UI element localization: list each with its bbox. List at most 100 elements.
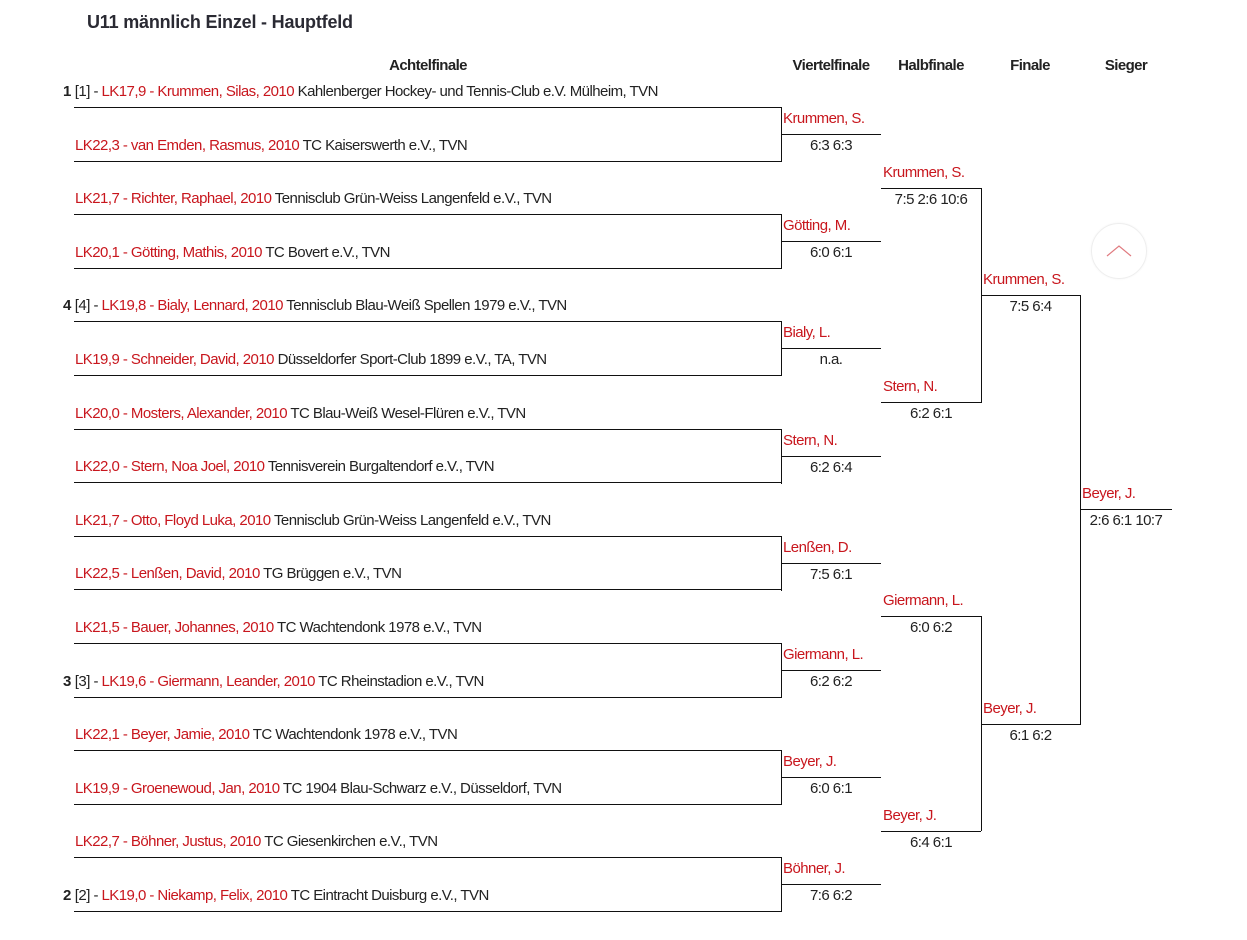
player-link[interactable]: LK19,6 - Giermann, Leander, 2010 bbox=[101, 672, 316, 690]
bracket-line bbox=[781, 134, 881, 135]
qf-score: 6:2 6:4 bbox=[809, 458, 853, 476]
qf-score: 6:0 6:1 bbox=[809, 244, 853, 262]
qf-winner[interactable]: Bialy, L. bbox=[783, 324, 831, 342]
champion-score: 2:6 6:1 10:7 bbox=[1089, 512, 1163, 530]
club-name: TC Wachtendonk 1978 e.V., TVN bbox=[277, 619, 482, 636]
player-link[interactable]: LK19,0 - Niekamp, Felix, 2010 bbox=[101, 887, 288, 904]
header-finale: Finale bbox=[1010, 57, 1050, 74]
draw-entry[interactable]: LK19,9 - Groenewoud, Jan, 2010 TC 1904 B… bbox=[75, 780, 562, 798]
bracket-line bbox=[781, 670, 881, 671]
bracket-line bbox=[74, 750, 781, 751]
seed-number: 4 bbox=[63, 297, 71, 315]
club-name: Tennisclub Grün-Weiss Langenfeld e.V., T… bbox=[274, 190, 552, 208]
player-link[interactable]: LK19,9 - Schneider, David, 2010 bbox=[75, 351, 274, 368]
bracket-line bbox=[781, 563, 881, 564]
bracket-line bbox=[981, 724, 1080, 725]
draw-entry[interactable]: LK20,1 - Götting, Mathis, 2010 TC Bovert… bbox=[75, 244, 390, 262]
bracket-line bbox=[881, 831, 981, 832]
final-winner[interactable]: Beyer, J. bbox=[983, 699, 1037, 717]
seed-bracket: [3] bbox=[74, 672, 91, 690]
sf-score: 6:0 6:2 bbox=[909, 619, 953, 637]
header-sieger: Sieger bbox=[1104, 57, 1148, 74]
chevron-up-icon bbox=[1106, 245, 1132, 257]
player-link[interactable]: LK20,1 - Götting, Mathis, 2010 bbox=[75, 243, 263, 261]
bracket-line bbox=[74, 107, 781, 108]
qf-winner[interactable]: Böhner, J. bbox=[783, 860, 846, 878]
qf-score: 6:3 6:3 bbox=[809, 137, 853, 154]
player-link[interactable]: LK22,5 - Lenßen, David, 2010 bbox=[75, 565, 260, 583]
draw-entry[interactable]: LK22,7 - Böhner, Justus, 2010 TC Giesenk… bbox=[75, 833, 438, 851]
player-link[interactable]: LK19,8 - Bialy, Lennard, 2010 bbox=[101, 297, 284, 315]
bracket-line bbox=[74, 804, 781, 805]
draw-entry[interactable]: LK21,7 - Richter, Raphael, 2010 Tenniscl… bbox=[75, 190, 552, 208]
player-link[interactable]: LK22,3 - van Emden, Rasmus, 2010 bbox=[75, 136, 300, 154]
page-title: U11 männlich Einzel - Hauptfeld bbox=[87, 12, 353, 32]
bracket-line bbox=[74, 214, 781, 215]
player-link[interactable]: LK21,5 - Bauer, Johannes, 2010 bbox=[75, 619, 274, 636]
club-name: TC 1904 Blau-Schwarz e.V., Düsseldorf, T… bbox=[282, 779, 562, 797]
draw-entry[interactable]: LK22,0 - Stern, Noa Joel, 2010 Tennisver… bbox=[75, 458, 495, 476]
bracket-line bbox=[74, 268, 781, 269]
sf-winner[interactable]: Beyer, J. bbox=[883, 806, 937, 824]
bracket-line bbox=[74, 857, 781, 858]
club-name: Tennisclub Grün-Weiss Langenfeld e.V., T… bbox=[273, 511, 551, 529]
club-name: TC Giesenkirchen e.V., TVN bbox=[264, 833, 438, 851]
draw-entry[interactable]: LK22,3 - van Emden, Rasmus, 2010 TC Kais… bbox=[75, 136, 468, 155]
bracket-line bbox=[74, 429, 781, 430]
qf-winner[interactable]: Giermann, L. bbox=[783, 646, 864, 663]
draw-entry[interactable]: LK22,1 - Beyer, Jamie, 2010 TC Wachtendo… bbox=[75, 726, 458, 744]
sf-score: 6:2 6:1 bbox=[909, 405, 953, 422]
seed-number: 3 bbox=[63, 672, 71, 690]
sf-winner[interactable]: Krummen, S. bbox=[883, 163, 965, 181]
draw-entry[interactable]: LK21,7 - Otto, Floyd Luka, 2010 Tenniscl… bbox=[75, 512, 551, 530]
club-name: TC Wachtendonk 1978 e.V., TVN bbox=[252, 726, 458, 744]
qf-winner[interactable]: Stern, N. bbox=[783, 431, 838, 449]
player-link[interactable]: LK17,9 - Krummen, Silas, 2010 bbox=[101, 83, 295, 100]
club-name: Düsseldorfer Sport-Club 1899 e.V., TA, T… bbox=[277, 351, 548, 368]
player-link[interactable]: LK19,9 - Groenewoud, Jan, 2010 bbox=[75, 779, 280, 797]
champion-name[interactable]: Beyer, J. bbox=[1082, 485, 1136, 503]
bracket-line bbox=[781, 456, 881, 457]
draw-entry[interactable]: LK22,5 - Lenßen, David, 2010 TG Brüggen … bbox=[75, 565, 402, 583]
draw-entry[interactable]: LK21,5 - Bauer, Johannes, 2010 TC Wachte… bbox=[75, 619, 482, 637]
bracket-line bbox=[781, 884, 881, 885]
bracket-line bbox=[74, 321, 781, 322]
scroll-to-top-button[interactable] bbox=[1091, 223, 1147, 279]
draw-entry[interactable]: 2[2] - LK19,0 - Niekamp, Felix, 2010 TC … bbox=[63, 887, 489, 904]
sf-winner[interactable]: Stern, N. bbox=[883, 378, 938, 395]
player-link[interactable]: LK20,0 - Mosters, Alexander, 2010 bbox=[75, 404, 288, 422]
sf-score: 7:5 2:6 10:6 bbox=[894, 190, 968, 208]
draw-entry[interactable]: 4[4] - LK19,8 - Bialy, Lennard, 2010 Ten… bbox=[63, 297, 567, 315]
qf-winner[interactable]: Beyer, J. bbox=[783, 753, 837, 771]
club-name: TG Brüggen e.V., TVN bbox=[263, 565, 402, 583]
sf-winner[interactable]: Giermann, L. bbox=[883, 592, 964, 610]
player-link[interactable]: LK21,7 - Richter, Raphael, 2010 bbox=[75, 190, 272, 208]
bracket-line bbox=[74, 375, 781, 376]
qf-winner[interactable]: Götting, M. bbox=[783, 217, 851, 235]
bracket-line bbox=[981, 188, 982, 403]
seed-bracket: [4] bbox=[74, 297, 91, 315]
bracket-line bbox=[1080, 295, 1081, 725]
qf-winner[interactable]: Lenßen, D. bbox=[783, 538, 852, 556]
seed-number: 2 bbox=[63, 887, 71, 904]
player-link[interactable]: LK22,0 - Stern, Noa Joel, 2010 bbox=[75, 458, 265, 476]
player-link[interactable]: LK22,1 - Beyer, Jamie, 2010 bbox=[75, 726, 250, 744]
bracket-line bbox=[881, 188, 981, 189]
qf-winner[interactable]: Krummen, S. bbox=[783, 110, 865, 127]
bracket-line bbox=[74, 161, 781, 162]
bracket-line bbox=[981, 616, 982, 831]
bracket-line bbox=[74, 911, 781, 912]
header-viertelfinale: Viertelfinale bbox=[792, 57, 871, 74]
bracket-line bbox=[881, 616, 981, 617]
bracket-line bbox=[74, 589, 781, 590]
seed-bracket: [2] bbox=[74, 887, 91, 904]
draw-entry[interactable]: LK20,0 - Mosters, Alexander, 2010 TC Bla… bbox=[75, 405, 526, 423]
draw-entry[interactable]: LK19,9 - Schneider, David, 2010 Düsseldo… bbox=[75, 351, 547, 369]
draw-entry[interactable]: 3[3] - LK19,6 - Giermann, Leander, 2010 … bbox=[63, 672, 484, 690]
bracket-line bbox=[74, 482, 781, 483]
header-halbfinale: Halbfinale bbox=[898, 57, 964, 74]
player-link[interactable]: LK22,7 - Böhner, Justus, 2010 bbox=[75, 833, 261, 851]
final-winner[interactable]: Krummen, S. bbox=[983, 270, 1065, 288]
draw-entry[interactable]: 1[1] - LK17,9 - Krummen, Silas, 2010 Kah… bbox=[63, 83, 658, 100]
player-link[interactable]: LK21,7 - Otto, Floyd Luka, 2010 bbox=[75, 511, 271, 529]
